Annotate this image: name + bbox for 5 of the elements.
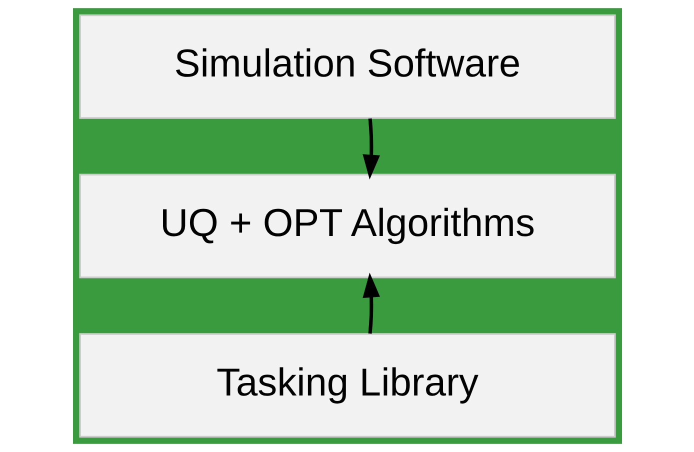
node-box: Simulation Software: [78, 14, 616, 119]
node-box: UQ + OPT Algorithms: [78, 174, 616, 278]
arrow: [362, 272, 380, 334]
arrow: [362, 118, 380, 180]
node-box: Tasking Library: [78, 333, 616, 438]
